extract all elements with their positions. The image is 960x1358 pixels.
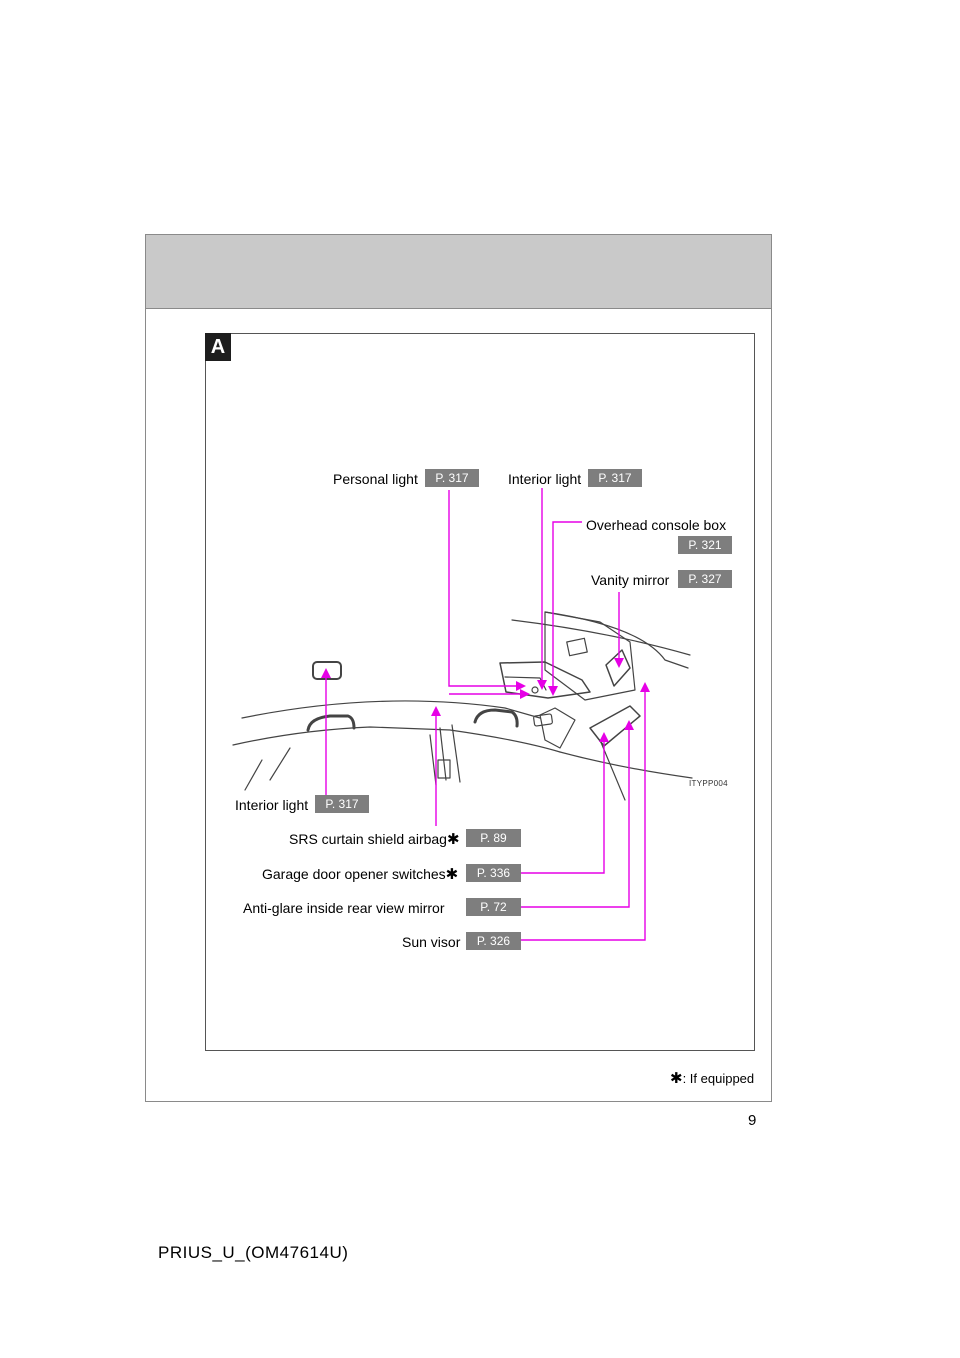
asterisk-icon: ✱: [670, 1070, 683, 1087]
interior-light-left-page-tag[interactable]: P. 317: [315, 795, 369, 813]
vanity-mirror-page-tag[interactable]: P. 327: [678, 570, 732, 588]
figure-code: ITYPP004: [689, 779, 728, 788]
interior-light-top-page-tag[interactable]: P. 317: [588, 469, 642, 487]
document-code: PRIUS_U_(OM47614U): [158, 1243, 349, 1262]
anti-glare-mirror-page-tag[interactable]: P. 72: [466, 898, 521, 916]
interior-light-top-label: Interior light: [508, 471, 582, 487]
overhead-console-box-page-tag[interactable]: P. 321: [678, 536, 732, 554]
garage-door-text: Garage door opener switches: [262, 866, 446, 882]
asterisk-icon: ✱: [446, 831, 460, 848]
anti-glare-mirror-label: Anti-glare inside rear view mirror: [243, 900, 445, 916]
illustration-frame: [205, 333, 755, 1051]
personal-light-label: Personal light: [333, 471, 418, 487]
overhead-console-box-label: Overhead console box: [586, 517, 727, 533]
header-band: [146, 235, 771, 309]
footnote: ✱: If equipped: [670, 1069, 754, 1087]
garage-door-label: Garage door opener switches✱: [262, 865, 458, 884]
srs-airbag-page-tag[interactable]: P. 89: [466, 829, 521, 847]
sun-visor-label: Sun visor: [402, 934, 461, 950]
garage-door-page-tag[interactable]: P. 336: [466, 864, 521, 882]
vanity-mirror-label: Vanity mirror: [591, 572, 670, 588]
srs-airbag-text: SRS curtain shield airbag: [289, 831, 447, 847]
section-letter: A: [205, 333, 231, 361]
srs-airbag-label: SRS curtain shield airbag✱: [289, 830, 460, 849]
footnote-text: : If equipped: [682, 1071, 755, 1086]
asterisk-icon: ✱: [445, 866, 459, 883]
page-number: 9: [748, 1112, 757, 1129]
page-frame: [145, 234, 772, 1102]
interior-light-left-label: Interior light: [235, 797, 309, 813]
sun-visor-page-tag[interactable]: P. 326: [466, 932, 521, 950]
personal-light-page-tag[interactable]: P. 317: [425, 469, 479, 487]
